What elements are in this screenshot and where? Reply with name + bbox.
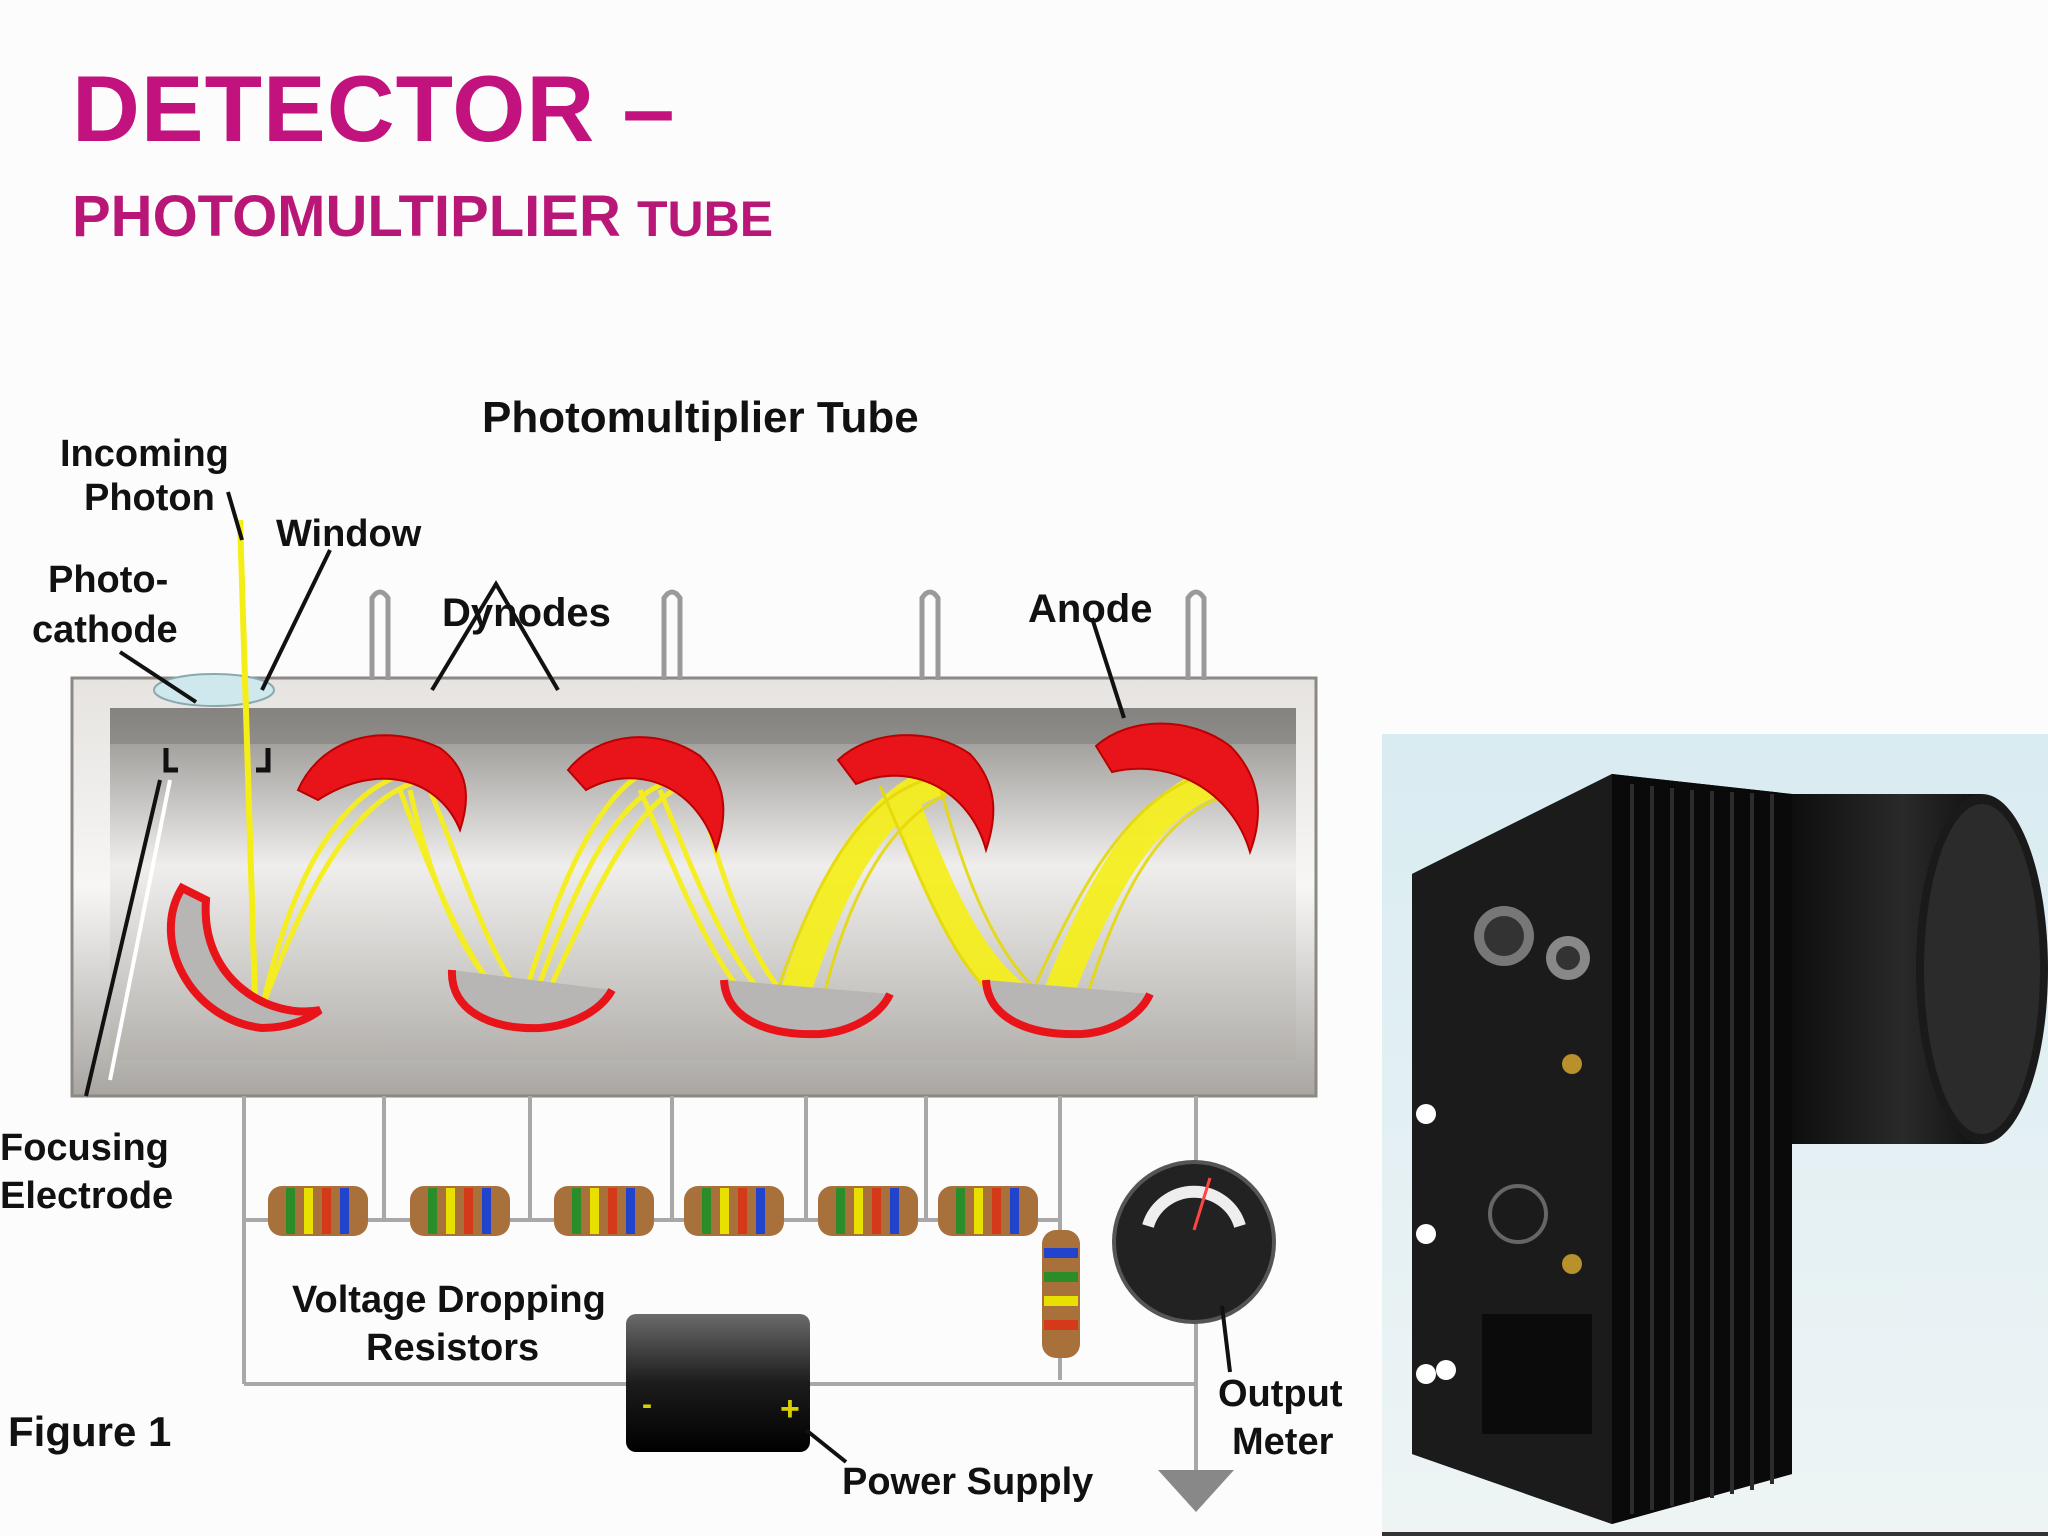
battery-plus: + bbox=[780, 1390, 800, 1428]
label-photocathode-1: Photo- bbox=[48, 559, 168, 601]
resistor-band bbox=[340, 1188, 349, 1234]
dynodes-top bbox=[296, 722, 1259, 856]
resistor-band bbox=[992, 1188, 1001, 1234]
pointer-lines bbox=[84, 491, 1126, 1097]
resistor-band bbox=[608, 1188, 617, 1234]
resistor-band bbox=[702, 1188, 711, 1234]
window-lens bbox=[153, 673, 275, 707]
battery-minus: - bbox=[642, 1388, 652, 1421]
dynodes-bottom bbox=[167, 882, 1154, 1039]
label-dynodes: Dynodes bbox=[442, 591, 611, 635]
voltage-dropping-resistors bbox=[268, 1186, 1080, 1358]
slide-title: DETECTOR – bbox=[72, 56, 676, 161]
resistor-band bbox=[1044, 1320, 1078, 1330]
resistor-band bbox=[1044, 1272, 1078, 1282]
resistor-band bbox=[322, 1188, 331, 1234]
photocathode-bracket bbox=[163, 748, 271, 773]
label-output-2: Meter bbox=[1232, 1421, 1334, 1463]
resistor-band bbox=[1044, 1248, 1078, 1258]
diagram-heading: Photomultiplier Tube bbox=[482, 393, 919, 442]
subtitle-small: TUBE bbox=[636, 191, 774, 247]
resistor-band bbox=[956, 1188, 965, 1234]
label-power-supply: Power Supply bbox=[842, 1461, 1093, 1503]
resistor-band bbox=[720, 1188, 729, 1234]
resistor-band bbox=[974, 1188, 983, 1234]
resistor-band bbox=[590, 1188, 599, 1234]
resistor bbox=[684, 1186, 784, 1236]
label-incoming-1: Incoming bbox=[60, 433, 229, 475]
resistor-band bbox=[482, 1188, 491, 1234]
subtitle-main: PHOTOMULTIPLIER bbox=[72, 184, 621, 249]
resistor bbox=[554, 1186, 654, 1236]
label-window: Window bbox=[276, 513, 422, 555]
resistor bbox=[938, 1186, 1038, 1236]
ground-symbol bbox=[1158, 1470, 1234, 1512]
label-focusing-2: Electrode bbox=[0, 1175, 173, 1217]
label-resistors-1: Voltage Dropping bbox=[292, 1279, 606, 1321]
resistor bbox=[410, 1186, 510, 1236]
resistor-band bbox=[872, 1188, 881, 1234]
top-pins bbox=[369, 589, 1207, 680]
resistor-band bbox=[286, 1188, 295, 1234]
resistor-band bbox=[626, 1188, 635, 1234]
resistor-band bbox=[890, 1188, 899, 1234]
label-figure: Figure 1 bbox=[8, 1408, 171, 1455]
resistor-band bbox=[572, 1188, 581, 1234]
resistor-band bbox=[428, 1188, 437, 1234]
resistor-band bbox=[738, 1188, 747, 1234]
resistor-band bbox=[1044, 1296, 1078, 1306]
label-focusing-1: Focusing bbox=[0, 1127, 169, 1169]
output-meter bbox=[1112, 1160, 1276, 1373]
resistor-band bbox=[1010, 1188, 1019, 1234]
label-anode: Anode bbox=[1028, 587, 1152, 631]
resistor-band bbox=[464, 1188, 473, 1234]
resistor-band bbox=[854, 1188, 863, 1234]
photomultiplier-device-photo bbox=[1382, 734, 2048, 1536]
resistor-band bbox=[756, 1188, 765, 1234]
photomultiplier-diagram: - + Photomultiplier Tube Incoming Photon… bbox=[0, 393, 1343, 1512]
resistor-band bbox=[446, 1188, 455, 1234]
photon-path bbox=[237, 519, 259, 1031]
resistor-band bbox=[304, 1188, 313, 1234]
slide-subtitle: PHOTOMULTIPLIER TUBE bbox=[72, 188, 773, 246]
resistor-band bbox=[836, 1188, 845, 1234]
resistor bbox=[268, 1186, 368, 1236]
label-output-1: Output bbox=[1218, 1373, 1343, 1415]
label-resistors-2: Resistors bbox=[366, 1327, 539, 1369]
resistor bbox=[818, 1186, 918, 1236]
power-supply-battery: - + bbox=[626, 1314, 810, 1452]
label-photocathode-2: cathode bbox=[32, 609, 178, 651]
label-incoming-2: Photon bbox=[84, 477, 215, 519]
